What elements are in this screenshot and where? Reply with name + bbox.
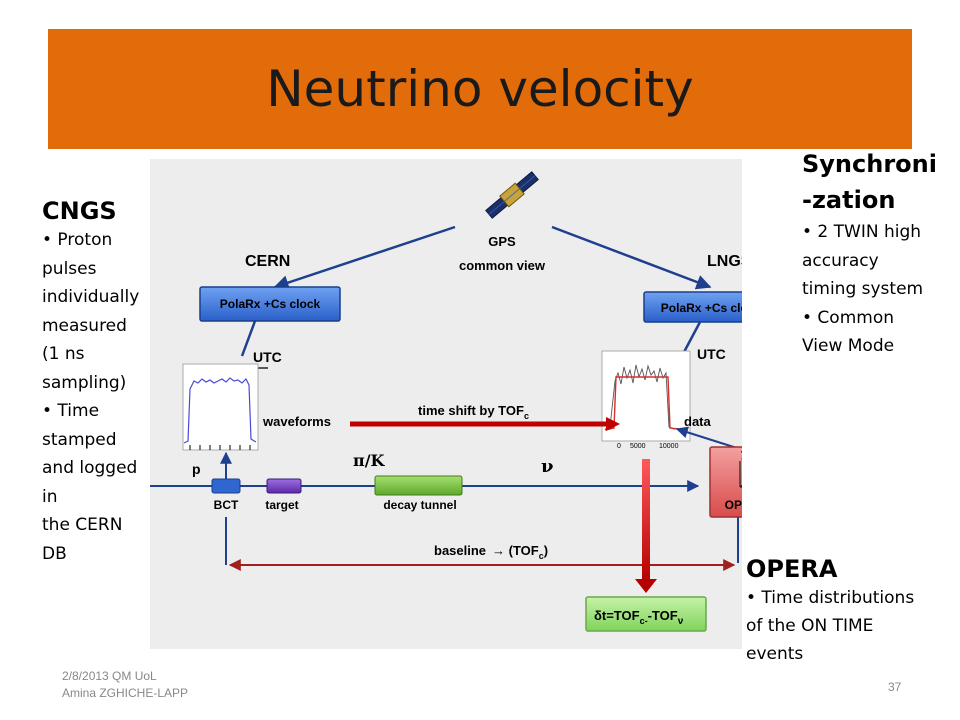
baseline-label: baseline → (TOFc): [434, 543, 548, 561]
data-plot-right: 0 5000 10000: [601, 350, 691, 450]
lngs-clock-box: PolaRx +Cs clock: [643, 291, 742, 323]
proton-label: p: [192, 461, 201, 477]
pion-kaon-label: π/K: [353, 451, 386, 470]
utc-left-label: UTC: [253, 349, 282, 365]
dt-text: δt=TOF: [594, 608, 640, 623]
sync-line: accuracy: [802, 250, 879, 271]
cngs-line: DB: [42, 543, 67, 564]
footer-date: 2/8/2013 QM UoL: [62, 669, 157, 683]
cngs-line: sampling): [42, 372, 127, 393]
dt-box: δt=TOFc--TOFν: [585, 596, 707, 632]
gps-satellite-icon: [485, 171, 539, 219]
baseline-subscript: c: [539, 551, 544, 561]
slide-title: Neutrino velocity: [266, 60, 694, 118]
cngs-line: the CERN: [42, 515, 123, 535]
cngs-text-block: CNGS • Proton pulses individually measur…: [42, 196, 160, 568]
gps-to-cern-arrow: [273, 225, 456, 290]
cngs-line: measured: [42, 315, 127, 336]
data-plot-tick: 5000: [630, 443, 646, 450]
lngs-clock-connector: [681, 321, 702, 355]
baseline-tof-text: (TOF: [505, 543, 539, 558]
waveforms-label: waveforms: [262, 414, 331, 429]
title-bar: Neutrino velocity: [48, 29, 912, 149]
synchronization-text-block: Synchroni -zation • 2 TWIN high accuracy…: [802, 146, 952, 361]
gps-to-lngs-arrow: [551, 225, 712, 290]
sync-line: View Mode: [802, 336, 895, 356]
opera-box-label: OPERA: [725, 498, 742, 512]
waveform-plot-left: [182, 363, 259, 451]
data-plot-tick: 0: [617, 443, 621, 450]
cngs-line: • Proton: [42, 230, 113, 250]
cngs-line: • Time: [42, 401, 100, 421]
baseline-close: ): [544, 543, 548, 558]
data-plot-tick: 10000: [659, 443, 679, 450]
sync-body: • 2 TWIN high accuracy timing system • C…: [802, 218, 952, 361]
opera-body: • Time distributions of the ON TIME even…: [746, 584, 956, 668]
opera-line: events: [746, 644, 804, 664]
cern-clock-label: PolaRx +Cs clock: [220, 297, 321, 311]
cngs-line: (1 ns: [42, 344, 85, 364]
sync-heading: Synchroni -zation: [802, 146, 952, 218]
baseline-arrow-glyph: →: [492, 543, 505, 558]
time-shift-subscript: c: [524, 411, 529, 421]
opera-text-block: OPERA • Time distributions of the ON TIM…: [746, 554, 956, 668]
decay-tunnel-box: [374, 475, 463, 496]
sync-line: • 2 TWIN high: [802, 222, 922, 242]
dt-label: δt=TOFc--TOFν: [594, 608, 684, 627]
cngs-line: pulses: [42, 258, 97, 279]
time-shift-label: time shift by TOFc: [418, 403, 529, 421]
bct-label: BCT: [214, 498, 239, 512]
sync-heading-line: Synchroni: [802, 150, 937, 178]
lngs-label: LNGS: [707, 253, 742, 270]
sync-line: • Common: [802, 307, 894, 328]
footer: 2/8/2013 QM UoL Amina ZGHICHE-LAPP: [62, 668, 188, 702]
lngs-clock-label: PolaRx +Cs clock: [661, 301, 742, 315]
time-shift-arrowhead: [606, 417, 620, 431]
opera-line: • Time distributions: [746, 588, 915, 608]
bct-box: [211, 478, 241, 494]
dt-arrowhead: [635, 579, 657, 593]
page-number: 37: [888, 680, 902, 694]
cern-clock-box: PolaRx +Cs clock: [199, 286, 341, 322]
neutrino-timing-diagram: GPS common view CERN LNGS PolaRx +Cs clo…: [150, 159, 742, 649]
data-label: data: [684, 414, 712, 429]
footer-author: Amina ZGHICHE-LAPP: [62, 686, 189, 700]
cngs-heading: CNGS: [42, 197, 117, 225]
cngs-line: in: [42, 486, 58, 507]
opera-heading: OPERA: [746, 555, 838, 583]
sync-line: timing system: [802, 279, 924, 299]
gps-label: GPS: [488, 234, 516, 249]
cngs-line: individually: [42, 287, 140, 307]
decay-tunnel-label: decay tunnel: [383, 498, 456, 512]
cngs-line: stamped: [42, 429, 117, 450]
opera-to-data-arrow: [675, 426, 741, 450]
target-label: target: [265, 498, 298, 512]
dt-tof-text: -TOF: [648, 608, 678, 623]
dt-vertical-bar: [642, 459, 650, 581]
dt-subscript-nu: ν: [678, 616, 684, 627]
opera-detector-box: y x z OPERA: [709, 446, 742, 518]
cern-clock-connector: [240, 320, 257, 357]
neutrino-label: ν: [541, 456, 554, 477]
cern-label: CERN: [245, 253, 290, 270]
target-box: [266, 478, 302, 494]
utc-right-label: UTC: [697, 346, 726, 362]
sync-heading-line: -zation: [802, 186, 896, 214]
gps-common-view-label: common view: [459, 258, 546, 273]
time-shift-text: time shift by TOF: [418, 403, 524, 418]
axis-y-label: y: [741, 448, 742, 460]
baseline-text: baseline: [434, 543, 486, 558]
dt-subscript-c: c-: [640, 616, 648, 626]
opera-line: of the ON TIME: [746, 616, 874, 636]
cngs-line: and logged: [42, 458, 138, 478]
cngs-body: • Proton pulses individually measured (1…: [42, 226, 160, 568]
